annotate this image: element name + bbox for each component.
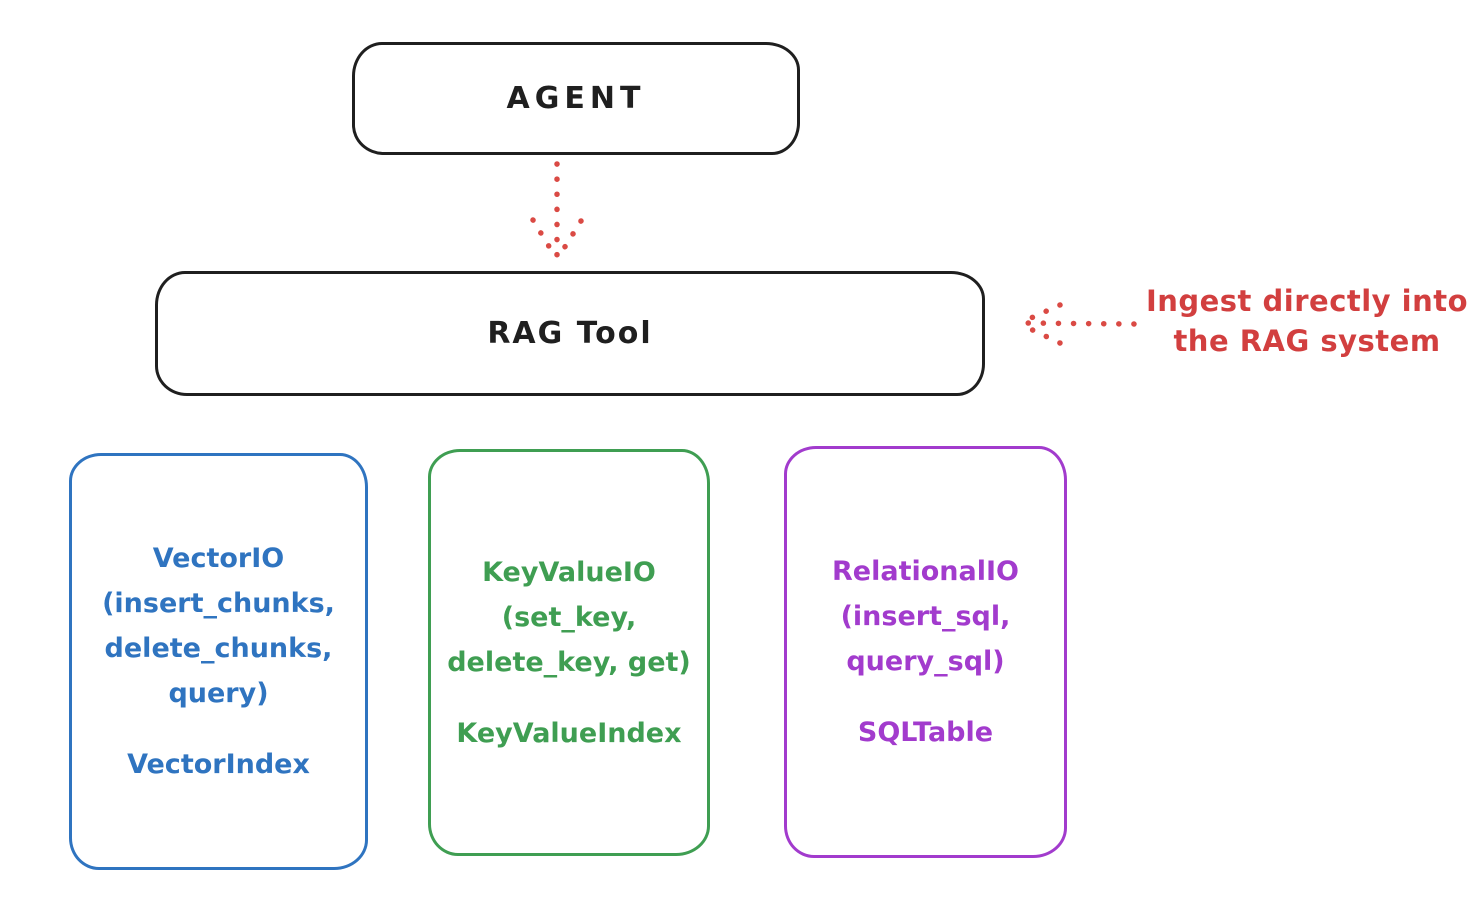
ingest-annotation-line1: Ingest directly into bbox=[1145, 284, 1469, 318]
io-methods-line: (set_key, bbox=[501, 601, 637, 633]
agent-label: AGENT bbox=[506, 81, 646, 116]
vector-io-node: VectorIO (insert_chunks, delete_chunks, … bbox=[69, 453, 368, 870]
io-methods-line: (insert_sql, bbox=[840, 601, 1011, 632]
index-label: KeyValueIndex bbox=[456, 717, 682, 749]
io-title: VectorIO bbox=[152, 543, 285, 574]
dotted-left-arrow-icon bbox=[1019, 302, 1137, 346]
io-methods-line: delete_chunks, bbox=[104, 633, 333, 664]
index-label: SQLTable bbox=[857, 717, 994, 748]
ingest-annotation: Ingest directly into the RAG system bbox=[1132, 281, 1482, 361]
ingest-annotation-line2: the RAG system bbox=[1173, 324, 1441, 358]
io-methods-line: query_sql) bbox=[846, 646, 1005, 677]
relational-io-text: RelationalIO (insert_sql, query_sql) SQL… bbox=[832, 549, 1019, 755]
vector-io-text: VectorIO (insert_chunks, delete_chunks, … bbox=[102, 536, 335, 787]
rag-tool-node: RAG Tool bbox=[155, 271, 985, 396]
io-title: KeyValueIO bbox=[482, 556, 656, 588]
keyvalue-io-text: KeyValueIO (set_key, delete_key, get) Ke… bbox=[447, 550, 691, 756]
io-methods-line: delete_key, get) bbox=[447, 646, 691, 678]
dotted-down-arrow-icon bbox=[530, 161, 584, 261]
index-label: VectorIndex bbox=[127, 749, 310, 780]
keyvalue-io-node: KeyValueIO (set_key, delete_key, get) Ke… bbox=[428, 449, 710, 856]
rag-tool-label: RAG Tool bbox=[487, 316, 653, 351]
agent-node: AGENT bbox=[352, 42, 800, 155]
io-methods-line: query) bbox=[168, 678, 269, 709]
io-methods-line: (insert_chunks, bbox=[102, 588, 335, 619]
relational-io-node: RelationalIO (insert_sql, query_sql) SQL… bbox=[784, 446, 1067, 858]
io-title: RelationalIO bbox=[832, 556, 1019, 587]
